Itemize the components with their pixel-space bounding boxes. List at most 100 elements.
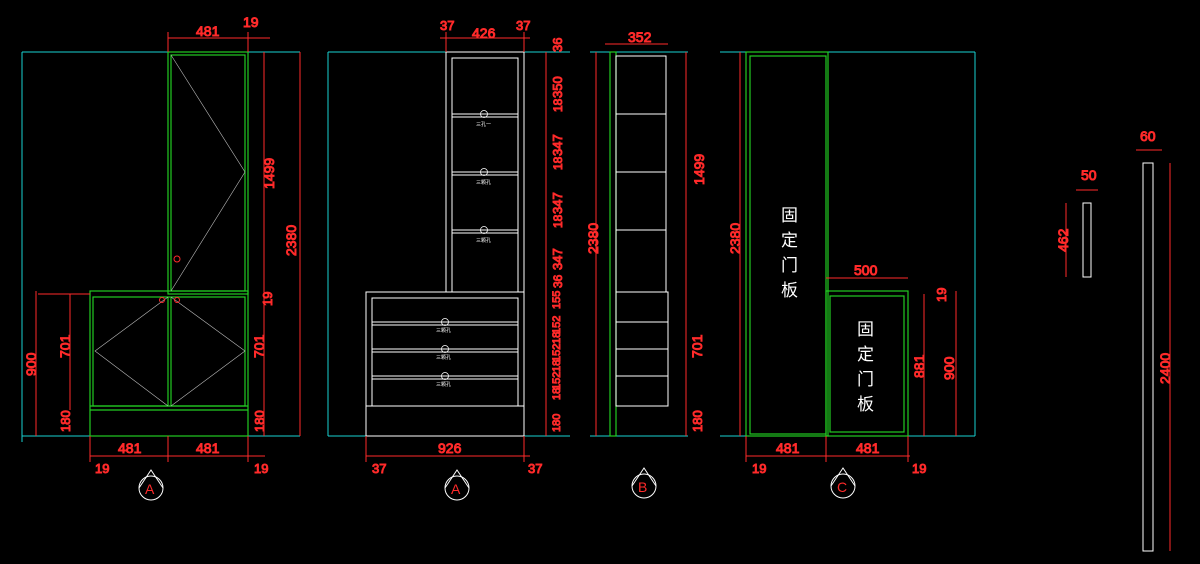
view-a2-hole-notes: 三孔一 三颗孔 三颗孔 三颗孔 三颗孔 三颗孔 [436, 121, 491, 388]
section-marker-b: B [631, 467, 657, 499]
view-a-door-swing [94, 54, 246, 407]
view-a-handles [159, 255, 181, 303]
view-a-extension-lines [21, 51, 300, 442]
section-letter: A [145, 481, 155, 497]
hole-note: 三颗孔 [436, 327, 451, 334]
dim-label: 37 [528, 461, 542, 476]
dim-label: 2380 [585, 223, 601, 254]
dim-label: 180 [690, 410, 705, 432]
dim-label: 462 [1055, 228, 1071, 252]
dim-label: 352 [628, 29, 652, 45]
dim-label: 481 [856, 440, 880, 456]
dim-label: 152 [551, 344, 563, 362]
view-c-extension-lines [720, 51, 976, 437]
dim-label: 426 [472, 25, 496, 41]
view-c-dimensions: 2380 500 19 881 900 481 481 19 19 [727, 52, 958, 477]
door-char: 板 [781, 281, 798, 301]
dim-label: 18 [551, 332, 563, 344]
section-letter: A [451, 481, 461, 497]
dim-label: 36 [551, 274, 565, 288]
door-char: 门 [857, 370, 874, 390]
view-c-tall-door-label: 固 定 门 板 [781, 206, 798, 301]
view-a2-extension-lines [327, 51, 570, 437]
view-b-dimensions: 352 2380 1499 701 180 [585, 29, 708, 436]
hole-note: 三颗孔 [436, 354, 451, 361]
door-char: 定 [781, 231, 798, 251]
dim-label: 19 [243, 14, 259, 30]
view-c-low-door-label: 固 定 门 板 [857, 320, 874, 415]
dim-label: 481 [776, 440, 800, 456]
view-a2-knobs [441, 110, 488, 380]
view-a2: 三孔一 三颗孔 三颗孔 三颗孔 三颗孔 三颗孔 37 426 37 36 350… [327, 18, 570, 501]
dim-label: 2400 [1157, 353, 1173, 384]
hole-note: 三颗孔 [476, 237, 491, 244]
dim-label: 701 [689, 334, 705, 358]
view-b-extension-lines [590, 51, 688, 437]
dim-label: 19 [260, 292, 275, 306]
hole-note: 三孔一 [476, 121, 491, 128]
door-char: 板 [857, 395, 874, 415]
dim-label: 19 [934, 288, 949, 302]
loose-parts: 50 462 60 2400 [1055, 128, 1174, 552]
section-marker-a2: A [444, 469, 470, 501]
dim-label: 481 [118, 440, 142, 456]
dim-label: 37 [440, 18, 454, 33]
dim-label: 152 [551, 316, 563, 334]
view-b-side-panel [609, 51, 617, 437]
hole-note: 三颗孔 [436, 381, 451, 388]
dim-label: 19 [752, 461, 766, 476]
section-marker-c: C [830, 467, 856, 499]
dim-label: 926 [438, 440, 462, 456]
dim-label: 900 [23, 352, 39, 376]
tall-strip [1142, 162, 1154, 552]
section-letter: C [837, 479, 847, 495]
dim-label: 350 [550, 76, 565, 98]
view-a: 481 19 1499 2380 19 900 701 701 180 180 … [21, 14, 301, 501]
dim-label: 50 [1081, 167, 1097, 183]
dim-label: 18 [551, 214, 565, 228]
small-strip [1082, 202, 1092, 278]
dim-label: 701 [251, 334, 267, 358]
dim-label: 481 [196, 23, 220, 39]
dim-label: 2380 [727, 223, 743, 254]
dim-label: 18 [551, 156, 565, 170]
dim-label: 347 [550, 134, 565, 156]
view-a-dimensions: 481 19 1499 2380 19 900 701 701 180 180 … [23, 14, 301, 477]
dim-label: 36 [550, 38, 565, 52]
dim-label: 1499 [261, 158, 277, 189]
dim-label: 60 [1140, 128, 1156, 144]
dim-label: 18 [551, 388, 563, 400]
dim-label: 19 [912, 461, 926, 476]
door-char: 门 [781, 256, 798, 276]
dim-label: 500 [854, 262, 878, 278]
dim-label: 881 [911, 354, 927, 378]
dim-label: 155 [551, 291, 563, 309]
dim-label: 180 [58, 410, 73, 432]
view-a2-carcass [365, 51, 525, 437]
dim-label: 180 [252, 410, 267, 432]
dim-label: 900 [941, 356, 957, 380]
dim-label: 2380 [283, 225, 299, 256]
view-b: 352 2380 1499 701 180 B [585, 29, 708, 499]
dim-label: 180 [551, 414, 563, 432]
dim-label: 347 [550, 248, 565, 270]
dim-label: 347 [550, 192, 565, 214]
dim-label: 1499 [691, 154, 707, 185]
dim-label: 37 [516, 18, 530, 33]
view-a2-dimensions: 37 426 37 36 350 18 347 18 347 18 347 36… [365, 18, 566, 477]
parts-dimensions: 50 462 60 2400 [1055, 128, 1174, 551]
dim-label: 37 [372, 461, 386, 476]
view-c: 固 定 门 板 固 定 门 板 2380 500 19 881 900 481 [720, 51, 976, 499]
door-char: 固 [857, 320, 874, 340]
dim-label: 701 [57, 334, 73, 358]
view-b-shelves [615, 55, 669, 407]
dim-label: 18 [551, 98, 565, 112]
hole-note: 三颗孔 [476, 179, 491, 186]
dim-label: 18 [551, 360, 563, 372]
view-c-doors [745, 51, 909, 437]
section-letter: B [638, 479, 647, 495]
dim-label: 19 [95, 461, 109, 476]
door-char: 固 [781, 206, 798, 226]
dim-label: 481 [196, 440, 220, 456]
